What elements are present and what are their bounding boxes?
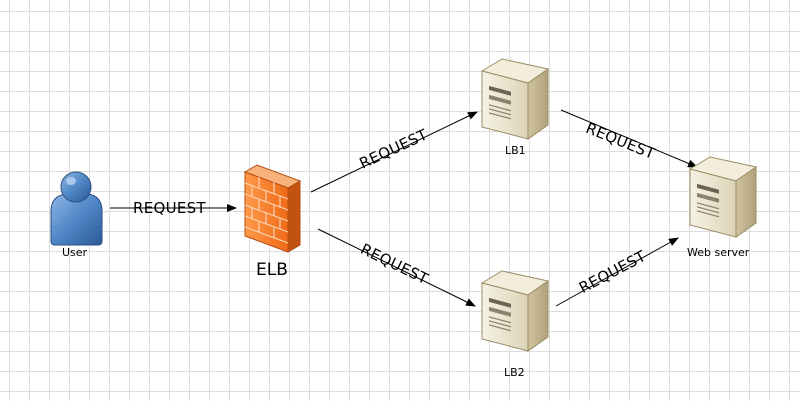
server-icon (480, 58, 550, 140)
server-icon (480, 270, 550, 352)
node-label-web: Web server (687, 246, 750, 259)
node-label-lb1: LB1 (505, 144, 526, 157)
edge-elb-lb2 (317, 228, 476, 307)
server-icon (688, 156, 758, 238)
edge-lb1-web (560, 109, 698, 168)
edge-label-user-elb: REQUEST (133, 199, 206, 217)
firewall-icon (243, 164, 302, 253)
node-label-elb: ELB (256, 260, 288, 280)
node-label-user: User (62, 246, 88, 259)
edge-lb2-web (555, 237, 679, 307)
node-label-lb2: LB2 (504, 366, 525, 379)
user-icon (50, 171, 103, 246)
edge-elb-lb1 (310, 111, 478, 193)
